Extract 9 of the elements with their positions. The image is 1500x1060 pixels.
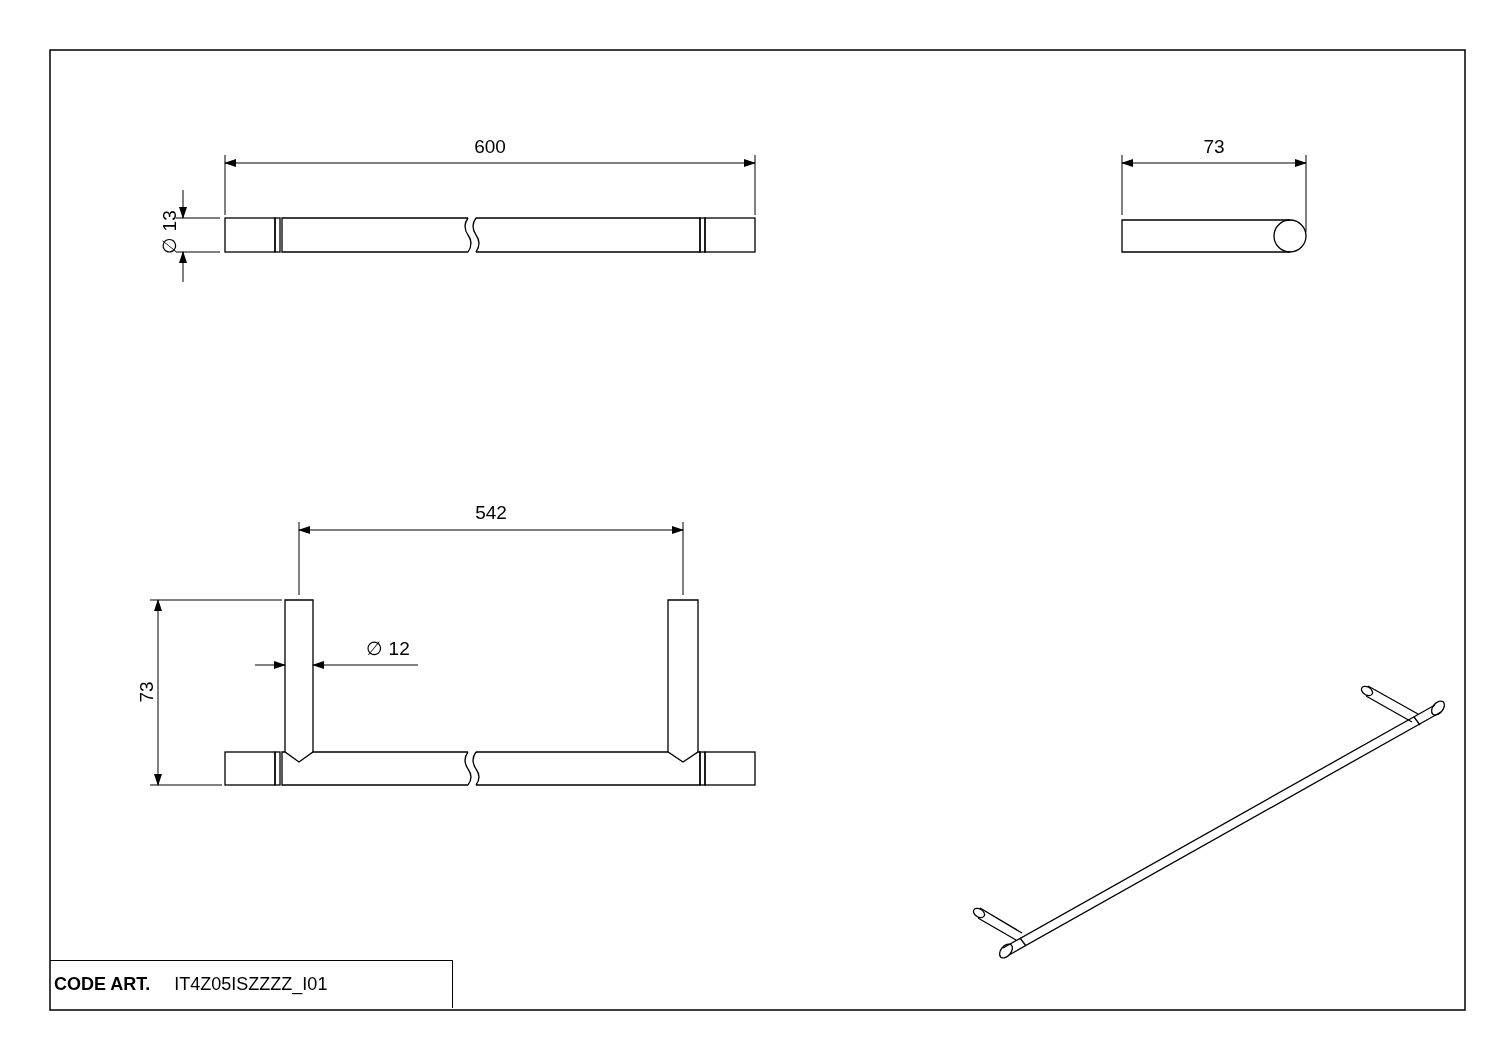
dimension-value: 73 [1203,136,1225,156]
code-label: CODE ART. [54,974,151,995]
dimension-value: ∅ 12 [366,638,410,658]
title-block [50,960,453,1008]
dimension-value: 73 [136,681,156,703]
dimension-value: ∅ 13 [159,210,179,254]
dimension-value: 600 [474,136,506,156]
dimension-value: 542 [475,502,507,522]
article-code: IT4Z05ISZZZZ_I01 [174,974,328,995]
